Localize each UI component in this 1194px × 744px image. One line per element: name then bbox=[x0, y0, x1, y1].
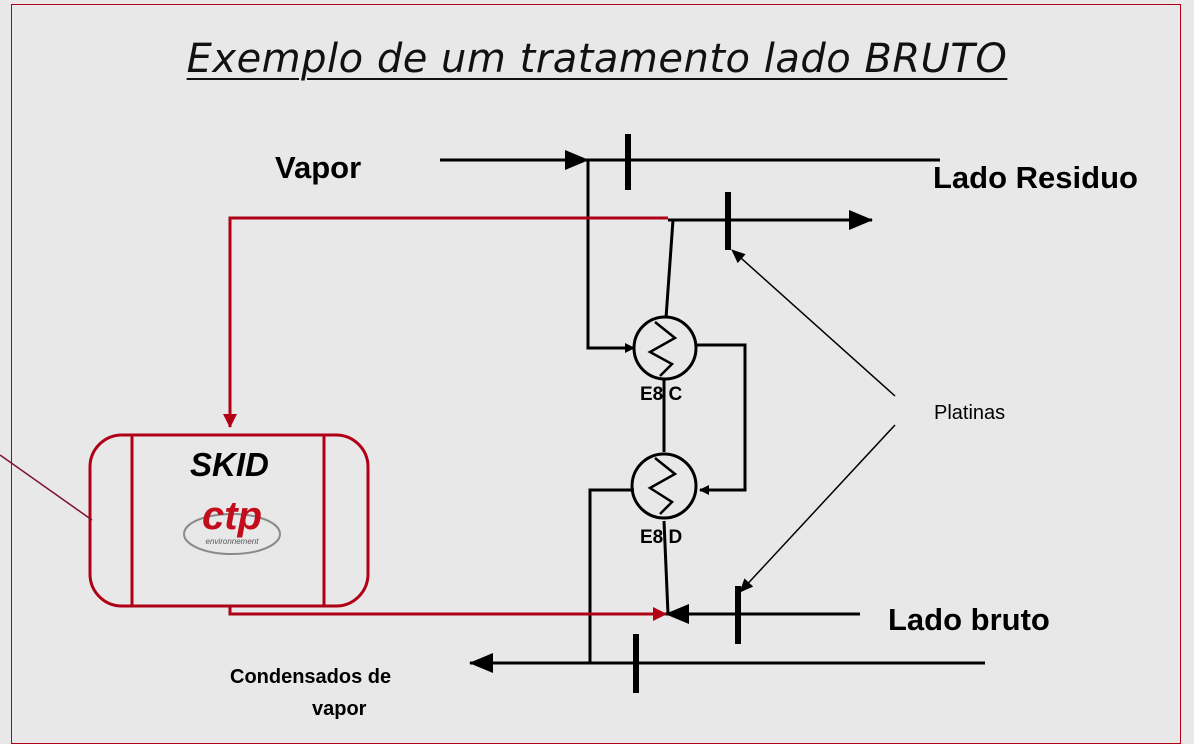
e8c-label: E8 C bbox=[640, 384, 683, 405]
e8d-coil bbox=[647, 457, 678, 515]
e8c-coil bbox=[647, 321, 678, 377]
exchanger-e8c bbox=[632, 315, 698, 381]
platinas-label: Platinas bbox=[934, 402, 1006, 424]
skid-injection-line bbox=[223, 216, 668, 428]
logo-wordmark: ctp bbox=[202, 494, 262, 538]
callout-line bbox=[0, 454, 93, 521]
ctp-logo: ctp environnement bbox=[183, 494, 281, 555]
e8c-to-e8d-loop bbox=[696, 343, 747, 495]
e8d-circle bbox=[630, 452, 698, 520]
steam-to-e8c-line bbox=[586, 160, 635, 353]
condensados-label-line2: vapor bbox=[312, 698, 367, 720]
lado-residuo-label: Lado Residuo bbox=[933, 160, 1138, 195]
platinas-pointer-top bbox=[731, 249, 896, 397]
steam-line bbox=[440, 134, 940, 190]
e8c-circle bbox=[632, 315, 698, 381]
page-title: Exemplo de um tratamento lado BRUTO bbox=[186, 36, 1008, 82]
skid-box bbox=[88, 433, 370, 608]
outlet-line bbox=[668, 192, 873, 250]
condensate-arrow bbox=[469, 488, 634, 673]
platinas-pointer-bottom bbox=[739, 424, 896, 593]
logo-subtext: environnement bbox=[206, 537, 260, 546]
e8d-label: E8 D bbox=[640, 527, 683, 548]
lado-bruto-label: Lado bruto bbox=[888, 602, 1050, 637]
raw-side-line bbox=[665, 586, 860, 644]
e8c-top-line bbox=[664, 219, 675, 319]
condensados-label-line1: Condensados de bbox=[230, 666, 392, 688]
skid-unit bbox=[88, 433, 370, 608]
skid-return-line bbox=[228, 606, 667, 621]
condensate-line bbox=[469, 488, 985, 693]
exchanger-e8d bbox=[630, 452, 698, 520]
skid-label: SKID bbox=[190, 446, 269, 483]
vapor-label: Vapor bbox=[275, 150, 362, 185]
e8d-bottom-line bbox=[662, 520, 670, 615]
logo-swoosh bbox=[183, 513, 281, 555]
